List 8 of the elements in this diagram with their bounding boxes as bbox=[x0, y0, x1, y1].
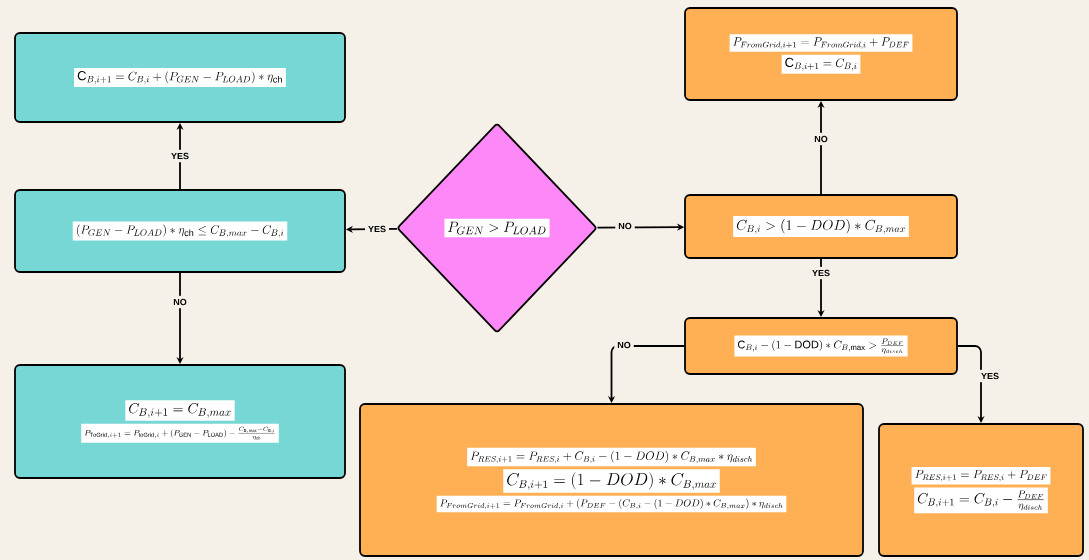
process-box: $\mathrm{C}_{B,i+1} = C_{B,i} + (P_{GEN} - P_{LOAD}) * \eta_{\mathrm{ch}}$ bbox=[14, 32, 346, 123]
process-box: $P_{RES,i+1} = P_{RES,i} + C_{B,i} - (1 - DOD) * C_{B,max} * \eta_{disch}$ $C_{B,i+1} = (1 - DOD) * C_{B,max}$ $P_{FromGrid,i+1} = P_{FromGrid,i} + (P_{DEF} - (C_{B,i} - (1 - DOD) * C_{B,max}) * \eta_{disch}$ bbox=[359, 403, 864, 557]
decision-box: $\mathrm{C}_{B,i} - (1 - \mathrm{DOD}) * C_{B,\max} > \frac{P_{DEF}}{\eta_{disch}}$ bbox=[684, 317, 958, 375]
process-box: $P_{RES,i+1} = P_{RES,i} + P_{DEF}$ $C_{B,i+1} = C_{B,i} - \frac{P_{DEF}}{\eta_{disch}}$ bbox=[878, 423, 1084, 557]
decision-box: $(P_{GEN} - P_{LOAD}) * \eta_{\mathrm{ch}} \leq C_{B,max} - C_{B,i}$ bbox=[14, 189, 346, 273]
decision-box: $C_{B,i} > (1 - DOD) * C_{B,max}$ bbox=[684, 194, 958, 259]
process-box: $C_{B,i+1} = C_{B,max}$ $P_{\mathrm{ToGrid},i+1} = P_{\mathrm{toGrid},i} + (P_{\mathrm{GEN}} - P_{\mathrm{LOAD}}) - \frac{C_{\mathrm{B,max}} - C_{\mathrm{B,i}}}{\eta_{\mathrm{ch}}}$ bbox=[14, 364, 346, 479]
process-box: $P_{FromGrid,i+1} = P_{FromGrid,i} + P_{DEF}$ $\mathrm{C}_{B,i+1} = C_{B,i}$ bbox=[684, 7, 958, 101]
